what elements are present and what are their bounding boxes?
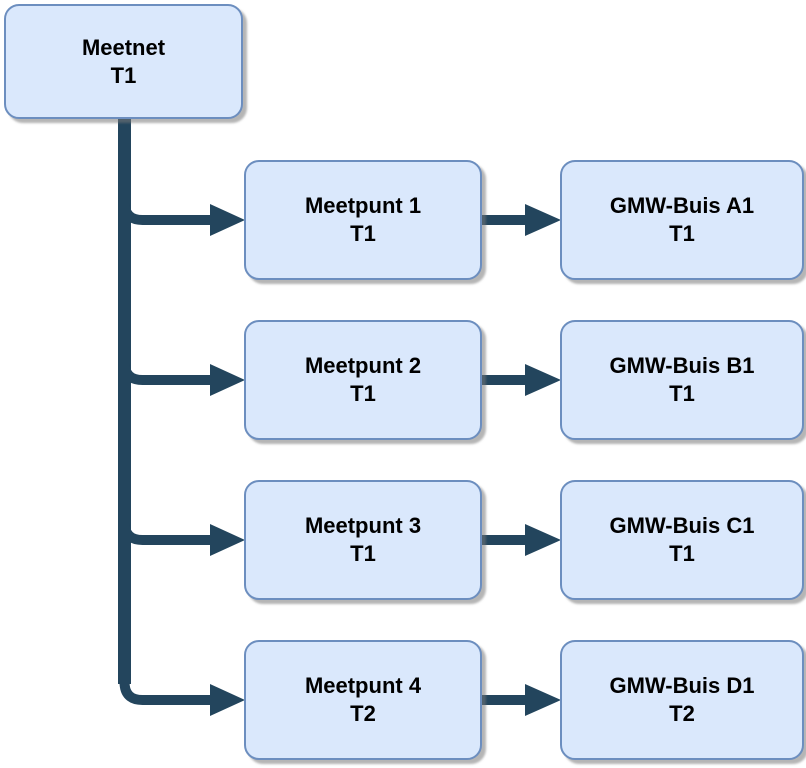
node-title: GMW-Buis A1 [609,193,755,218]
edge-meetpunt3-gmw-c1 [480,524,561,556]
edge-line [119,119,212,225]
node-title: GMW-Buis C1 [609,513,755,538]
edge-line [119,119,212,705]
edge-meetnet-meetpunt4 [119,119,245,716]
node-gmw-buis-d1: GMW-Buis D1 T2 [560,640,804,760]
arrowhead-icon [210,684,245,716]
node-title: Meetpunt 1 [304,193,422,218]
edge-meetnet-meetpunt3 [119,119,245,556]
edge-line [119,119,212,385]
node-period: T1 [110,62,137,88]
arrowhead-icon [210,204,245,236]
arrowhead-icon [525,684,561,716]
node-period: T1 [669,221,695,246]
arrowhead-icon [210,364,245,396]
node-title: GMW-Buis B1 [609,353,755,378]
node-title: Meetnet [81,34,166,60]
node-gmw-buis-c1: GMW-Buis C1 T1 [560,480,804,600]
edge-meetnet-meetpunt1 [119,119,245,236]
node-period: T2 [350,701,376,726]
node-meetpunt1: Meetpunt 1 T1 [244,160,482,280]
arrowhead-icon [525,524,561,556]
node-period: T1 [669,381,695,406]
arrowhead-icon [525,364,561,396]
edge-line [119,119,212,545]
node-period: T1 [350,541,376,566]
node-period: T1 [350,221,376,246]
arrowhead-icon [210,524,245,556]
node-meetpunt4: Meetpunt 4 T2 [244,640,482,760]
node-gmw-buis-a1: GMW-Buis A1 T1 [560,160,804,280]
edge-meetnet-meetpunt2 [119,119,245,396]
node-meetpunt2: Meetpunt 2 T1 [244,320,482,440]
arrowhead-icon [525,204,561,236]
node-gmw-buis-b1: GMW-Buis B1 T1 [560,320,804,440]
node-meetnet: Meetnet T1 [4,4,243,119]
node-period: T1 [350,381,376,406]
node-title: Meetpunt 3 [304,513,422,538]
edge-meetpunt2-gmw-b1 [480,364,561,396]
node-title: Meetpunt 2 [304,353,422,378]
node-meetpunt3: Meetpunt 3 T1 [244,480,482,600]
edge-meetpunt4-gmw-d1 [480,684,561,716]
node-title: GMW-Buis D1 [609,673,755,698]
edge-meetpunt1-gmw-a1 [480,204,561,236]
node-period: T2 [669,701,695,726]
node-period: T1 [669,541,695,566]
node-title: Meetpunt 4 [304,673,422,698]
